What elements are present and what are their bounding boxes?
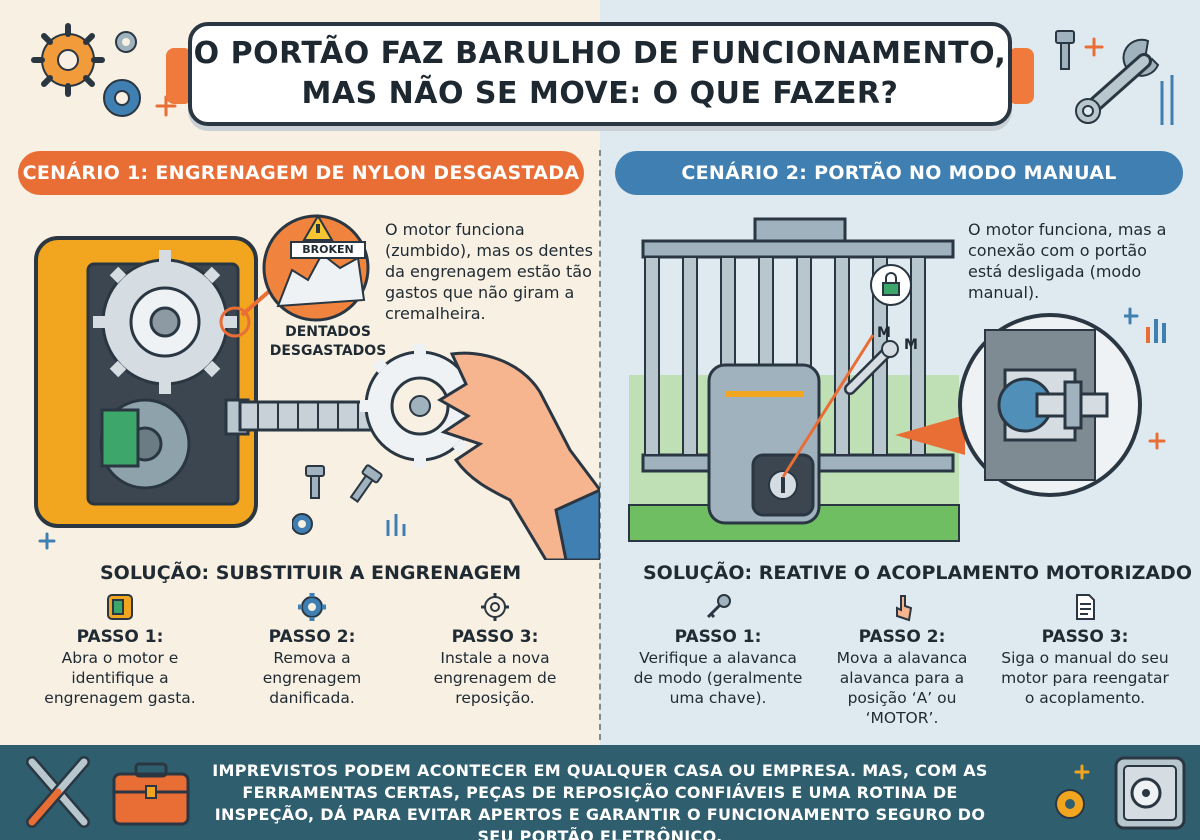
step-title: PASSO 1: (674, 627, 762, 647)
mode-label-m2: M (904, 337, 918, 353)
scenario-2-description: O motor funciona, mas a conexão com o po… (968, 220, 1167, 302)
bolts-decoration-icon (292, 464, 406, 536)
step-title: PASSO 3: (1041, 627, 1129, 647)
scenario-2-solution: SOLUÇÃO: REATIVE O ACOPLAMENTO MOTORIZAD… (643, 562, 1192, 584)
page-title-line-1: O PORTÃO FAZ BARULHO DE FUNCIONAMENTO, (193, 36, 1007, 71)
page-title-line-2: MAS NÃO SE MOVE: O QUE FAZER? (301, 76, 899, 111)
worn-teeth-label: DENTADOS DESGASTADOS (269, 324, 387, 359)
scenario-2-step-1: PASSO 1: Verifique a alavanca de modo (g… (628, 592, 808, 708)
gear-rack-illustration (238, 400, 376, 432)
scenario-1-step-1: PASSO 1: Abra o motor e identifique a en… (30, 592, 210, 708)
motor-gearbox-illustration (34, 236, 258, 528)
hand-pointer-icon (896, 595, 913, 622)
scenario-2-step-3: PASSO 3: Siga o manual do seu motor para… (995, 592, 1175, 708)
step-text: Abra o motor e identifique a engrenagem … (44, 649, 196, 707)
plus-sparkle-icon (38, 532, 56, 550)
scenario-2-step-2: PASSO 2: Mova a alavanca alavanca para a… (812, 592, 992, 728)
scenario-2-header: CENÁRIO 2: PORTÃO NO MODO MANUAL (615, 151, 1183, 195)
title-cap-left (166, 48, 192, 104)
wrench-decoration-icon (1055, 30, 1174, 125)
scenario-1-step-3: PASSO 3: Instale a nova engrenagem de re… (405, 592, 585, 708)
page-title: O PORTÃO FAZ BARULHO DE FUNCIONAMENTO, M… (188, 22, 1012, 126)
step-text: Mova a alavanca alavanca para a posição … (836, 649, 968, 727)
mode-label-m1: M (877, 325, 891, 341)
gear-outline-icon (481, 593, 509, 621)
document-icon (1076, 594, 1095, 620)
step-title: PASSO 3: (451, 627, 539, 647)
gear-icon (298, 593, 326, 621)
step-text: Verifique a alavanca de modo (geralmente… (633, 649, 803, 707)
footer-text: IMPREVISTOS PODEM ACONTECER EM QUALQUER … (212, 761, 988, 840)
scenario-1-solution: SOLUÇÃO: SUBSTITUIR A ENGRENAGEM (100, 562, 522, 584)
sparkle-icon (155, 95, 177, 117)
hand-with-gear-illustration (360, 344, 600, 560)
step-text: Instale a nova engrenagem de reposição. (433, 649, 557, 707)
scenario-1-step-2: PASSO 2: Remova a engrenagem danificada. (222, 592, 402, 708)
gate-motor-illustration (628, 217, 965, 542)
step-title: PASSO 1: (76, 627, 164, 647)
gears-decoration-icon (31, 23, 141, 117)
scenario-1-description: O motor funciona (zumbido), mas os dente… (385, 220, 593, 323)
scenario-1-header: CENÁRIO 1: ENGRENAGEM DE NYLON DESGASTAD… (18, 151, 584, 195)
panel-divider (599, 150, 601, 740)
chart-bars-decoration-icon (1124, 307, 1166, 343)
step-text: Remova a engrenagem danificada. (262, 649, 362, 707)
coupling-zoom-illustration (958, 313, 1142, 497)
step-title: PASSO 2: (268, 627, 356, 647)
motor-box-icon (107, 594, 133, 620)
key-icon (706, 594, 731, 619)
step-title: PASSO 2: (858, 627, 946, 647)
footer-banner (0, 745, 1200, 840)
step-text: Siga o manual do seu motor para reengata… (1001, 649, 1169, 707)
tools-icon (26, 756, 190, 828)
title-cap-right (1008, 48, 1034, 104)
safe-icon (1055, 756, 1186, 830)
broken-label: BROKEN (290, 241, 366, 259)
plus-sparkle-icon-2 (1148, 432, 1166, 450)
broken-teeth-callout (240, 214, 370, 322)
